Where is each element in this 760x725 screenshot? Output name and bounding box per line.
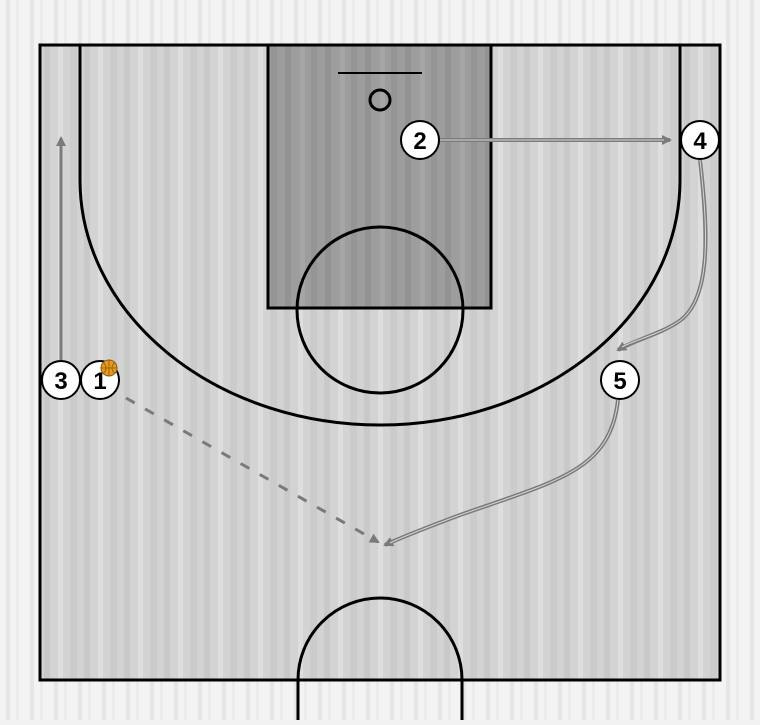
actions-layer bbox=[56, 135, 708, 547]
cut-arrow-5-inner bbox=[389, 399, 619, 544]
center-circle bbox=[296, 596, 464, 720]
player-3: 3 bbox=[41, 360, 81, 400]
free-throw-circle bbox=[295, 225, 465, 395]
player-2-label: 2 bbox=[413, 128, 426, 155]
player-3-label: 3 bbox=[54, 368, 67, 395]
basketball-icon bbox=[100, 359, 118, 377]
player-4-label: 4 bbox=[693, 128, 707, 155]
cut-arrow-4-inner bbox=[621, 159, 706, 348]
player-1-label: 1 bbox=[93, 368, 106, 395]
pass-arrow-1 bbox=[125, 396, 380, 544]
rim bbox=[368, 88, 392, 112]
paint-area bbox=[266, 43, 493, 310]
player-2: 2 bbox=[400, 120, 440, 160]
player-4: 4 bbox=[680, 120, 720, 160]
three-point-line bbox=[78, 45, 682, 427]
player-5-label: 5 bbox=[613, 368, 626, 395]
player-5: 5 bbox=[600, 360, 640, 400]
player-4-marker bbox=[680, 120, 720, 160]
player-5-marker bbox=[600, 360, 640, 400]
player-1: 1 bbox=[80, 359, 120, 400]
player-2-marker bbox=[400, 120, 440, 160]
